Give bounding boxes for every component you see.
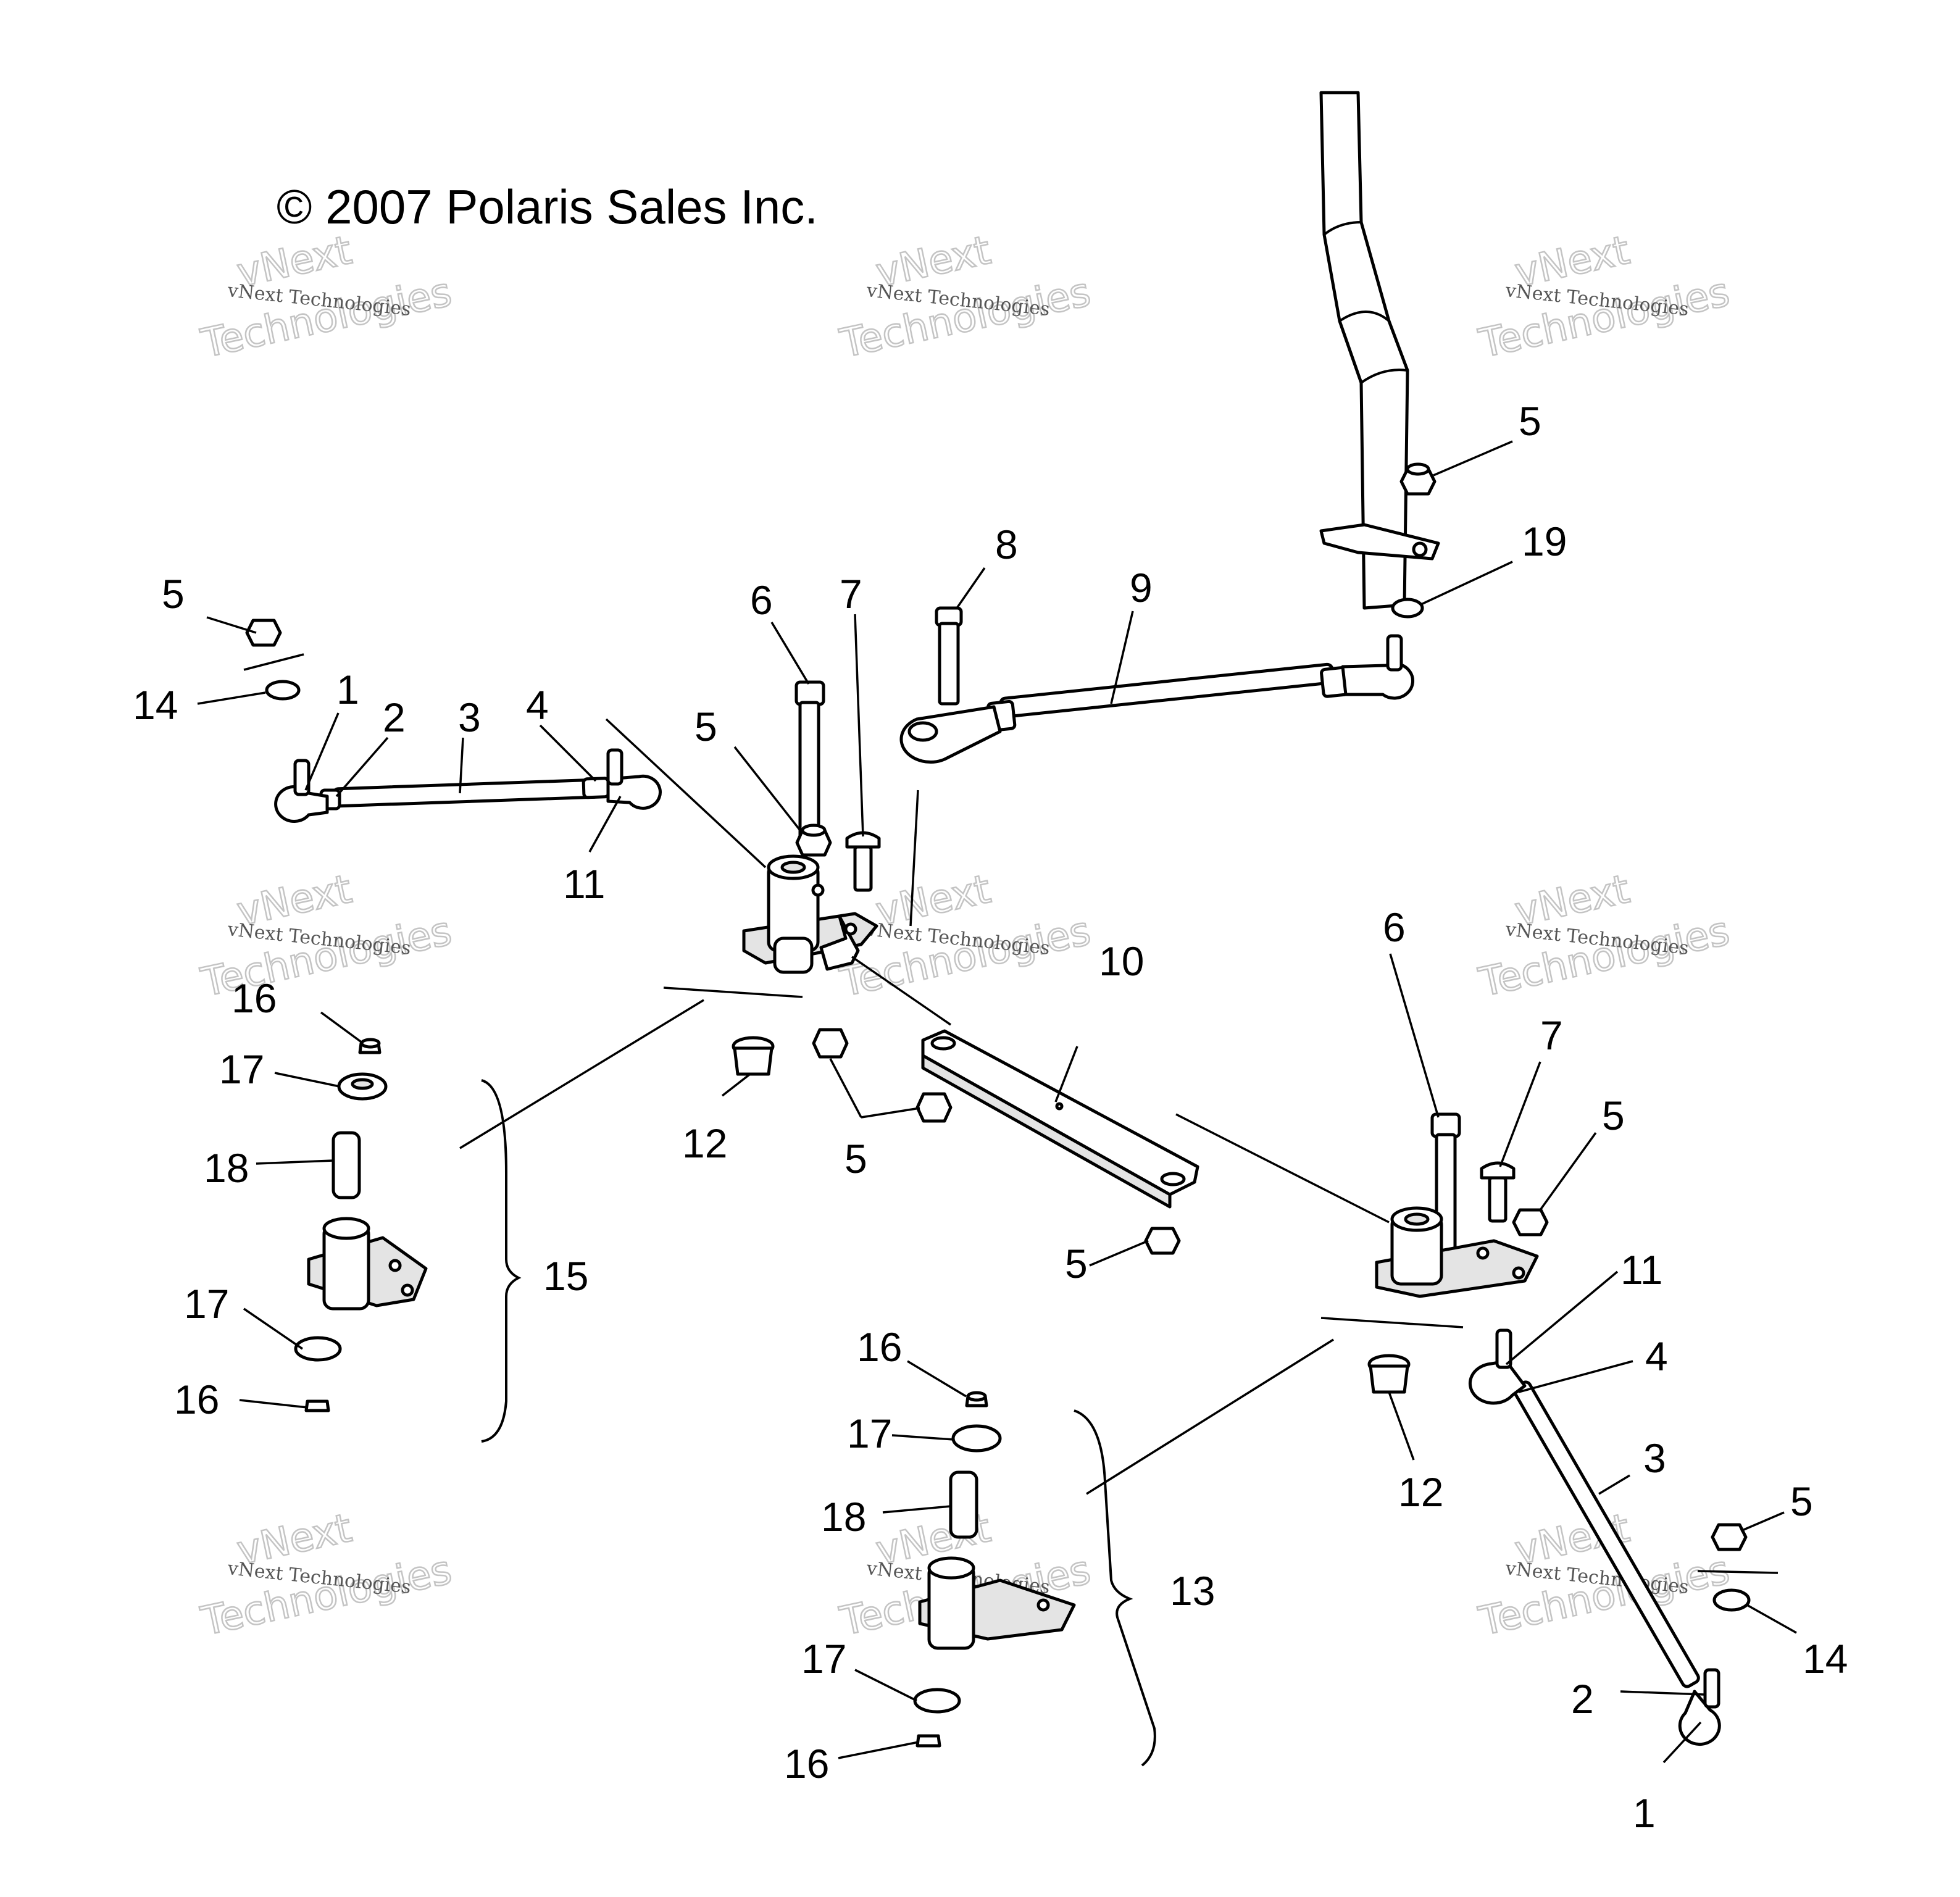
callout-17: 17 — [847, 1411, 892, 1456]
bolt-7-right — [1480, 1161, 1516, 1223]
pivot-right — [1375, 1206, 1539, 1298]
callout-11: 11 — [1620, 1247, 1663, 1293]
callout-5: 5 — [1519, 398, 1541, 444]
assembly-lines — [243, 653, 1779, 1767]
flange-nut-12-right — [1367, 1354, 1411, 1394]
ball-stud — [606, 748, 623, 786]
flange-nut-5 — [1711, 1523, 1748, 1551]
callout-5: 5 — [1065, 1241, 1088, 1286]
bracket-15 — [481, 1079, 522, 1443]
callout-8: 8 — [995, 522, 1018, 567]
callout-4: 4 — [526, 682, 549, 728]
ball-stud — [1703, 1668, 1720, 1709]
tie-rod-end — [1468, 1359, 1527, 1405]
callout-3: 3 — [1643, 1435, 1666, 1481]
callouts: 5 14 1 2 3 4 11 6 7 8 9 5 5 19 10 12 5 5… — [133, 398, 1848, 1836]
callout-6: 6 — [1383, 904, 1406, 950]
callout-7: 7 — [1540, 1012, 1563, 1058]
callout-14: 14 — [133, 682, 178, 728]
center-link — [921, 1029, 1199, 1209]
tie-rod-left — [274, 748, 662, 823]
flange-nut-5 — [795, 823, 832, 857]
callout-12: 12 — [1398, 1469, 1443, 1515]
callout-4: 4 — [1645, 1333, 1668, 1379]
callout-7: 7 — [840, 571, 862, 617]
callout-17: 17 — [801, 1636, 846, 1682]
callout-1: 1 — [336, 667, 359, 712]
flange-nut-5 — [1144, 1227, 1181, 1255]
callout-6: 6 — [750, 577, 773, 623]
flange-nut-12-left — [732, 1036, 775, 1076]
callout-1: 1 — [1633, 1790, 1656, 1836]
callout-16: 16 — [784, 1741, 829, 1787]
steering-column — [1319, 91, 1440, 610]
flange-nut-5 — [915, 1092, 953, 1123]
callout-9: 9 — [1130, 565, 1153, 611]
callout-16: 16 — [857, 1324, 902, 1370]
tie-rod-end — [1678, 1690, 1721, 1746]
callout-5: 5 — [694, 704, 717, 749]
copyright-notice: © 2007 Polaris Sales Inc. — [277, 180, 818, 234]
callout-12: 12 — [682, 1120, 727, 1166]
jam-nut — [582, 777, 611, 799]
rod-end-eye — [899, 705, 1002, 764]
ball-stud — [1495, 1328, 1512, 1369]
flange-nut-5 — [245, 619, 282, 647]
callout-18: 18 — [821, 1494, 866, 1540]
washer-19 — [1391, 598, 1424, 619]
callout-17: 17 — [219, 1046, 264, 1092]
watermark: vNext Technologies — [1474, 865, 1734, 1006]
tie-rod-end — [1341, 662, 1415, 700]
callout-11: 11 — [563, 861, 606, 907]
flange-nut-5 — [1399, 462, 1437, 496]
washer-14 — [265, 680, 301, 701]
flange-nut-5 — [812, 1028, 849, 1059]
callout-3: 3 — [458, 694, 481, 740]
drag-link — [899, 634, 1415, 764]
watermark: vNext Technologies — [196, 865, 456, 1006]
callout-19: 19 — [1522, 519, 1567, 564]
callout-5: 5 — [1602, 1093, 1625, 1138]
pivot-assembly-13 — [913, 1391, 1076, 1748]
callout-10: 10 — [1099, 938, 1144, 984]
callout-14: 14 — [1803, 1636, 1848, 1682]
leader-lines — [197, 440, 1797, 1764]
steering-arm — [1319, 523, 1440, 561]
washer-14 — [1712, 1588, 1751, 1612]
tie-rod-right — [1468, 1328, 1721, 1746]
watermark: vNext Technologies — [1474, 227, 1734, 367]
callout-2: 2 — [1571, 1676, 1594, 1722]
bolt-7-left — [845, 831, 881, 892]
callout-5: 5 — [844, 1136, 867, 1182]
ball-stud — [1386, 634, 1403, 672]
callout-5: 5 — [162, 571, 185, 617]
callout-13: 13 — [1170, 1568, 1215, 1614]
flange-nut-5 — [1512, 1208, 1549, 1236]
watermark: vNext Technologies — [196, 1504, 456, 1645]
bolt-6-left — [794, 680, 825, 846]
callout-5: 5 — [1790, 1478, 1813, 1524]
callout-2: 2 — [383, 694, 406, 740]
pivot-assembly-15 — [294, 1038, 428, 1412]
watermark: vNext Technologies — [835, 227, 1095, 367]
ball-stud — [293, 759, 311, 796]
callout-16: 16 — [231, 975, 277, 1021]
bolt-8 — [935, 606, 963, 706]
callout-15: 15 — [543, 1253, 588, 1299]
bracket-13 — [1074, 1409, 1156, 1767]
callout-17: 17 — [184, 1281, 229, 1327]
pivot-left — [742, 854, 878, 974]
callout-18: 18 — [204, 1145, 249, 1191]
callout-16: 16 — [174, 1377, 219, 1422]
